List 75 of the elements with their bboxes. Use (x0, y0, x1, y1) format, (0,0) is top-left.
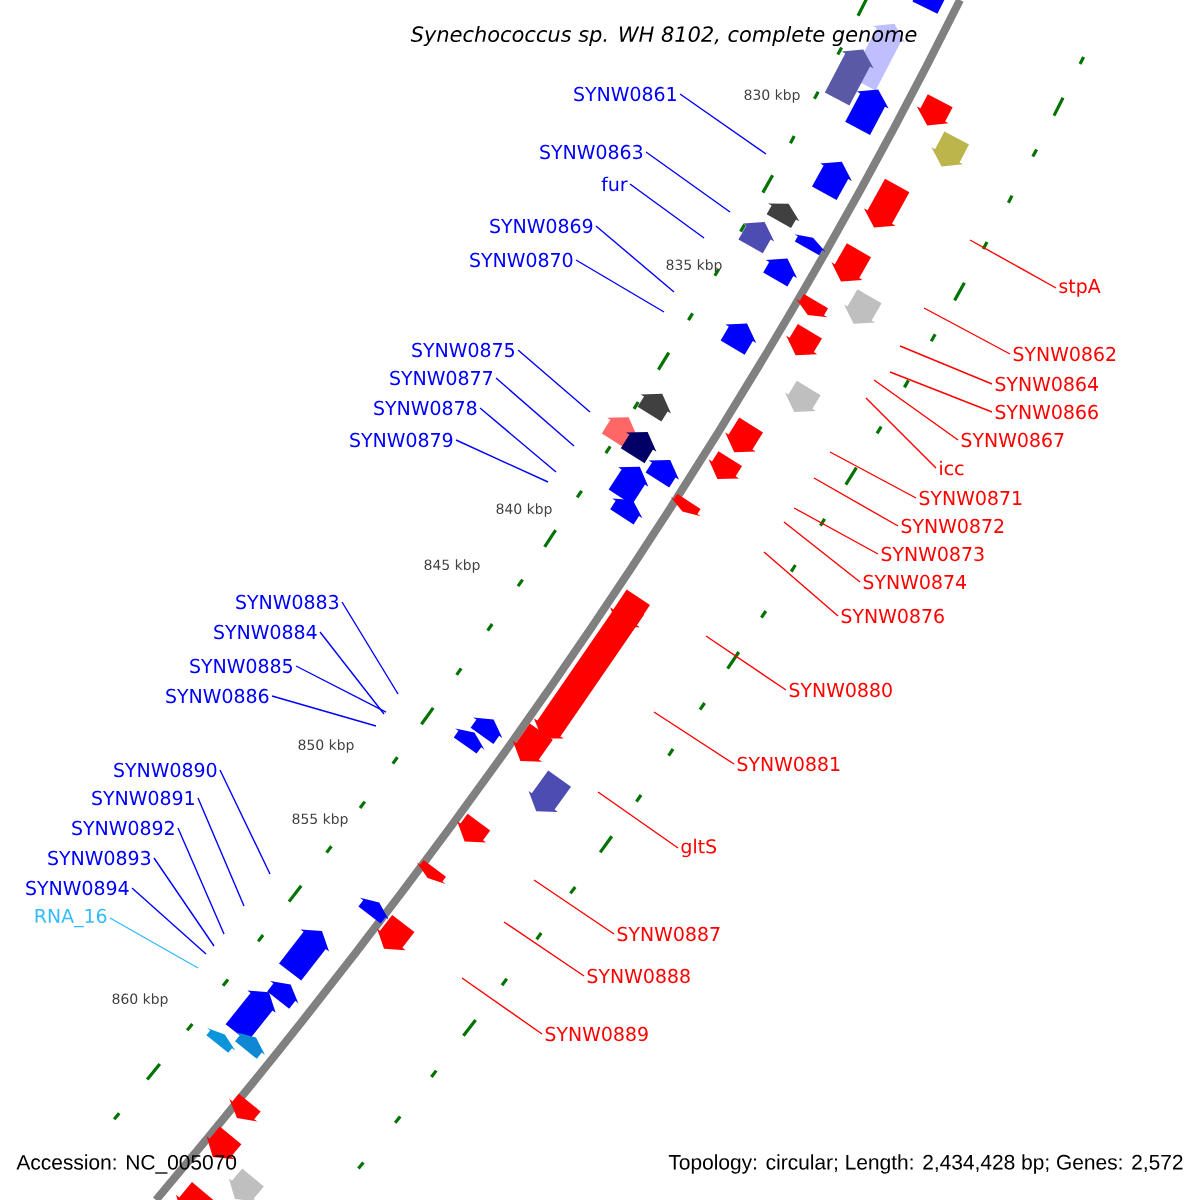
gene-label: SYNW0890 (114, 762, 217, 778)
leader-line (517, 349, 591, 413)
gene-label: SYNW0864 (995, 376, 1098, 392)
gene-label: gltS (681, 838, 717, 858)
gene-label: SYNW0861 (574, 86, 676, 102)
leader-line (271, 695, 377, 727)
leader-line (923, 307, 1011, 355)
leader-line (595, 225, 675, 293)
leader-line (705, 635, 787, 691)
gene-label: SYNW0886 (166, 688, 269, 704)
leader-line (197, 797, 245, 907)
leader-line (783, 521, 861, 583)
leader-line (873, 379, 959, 441)
gene-label: stpA (1059, 279, 1101, 297)
leader-line (319, 631, 385, 715)
leader-line (813, 477, 899, 527)
gene-label: SYNW0893 (48, 850, 151, 866)
gene-label: RNA_16 (35, 908, 107, 928)
gene-label: SYNW0874 (863, 574, 966, 590)
gene-label: SYNW0888 (587, 968, 690, 984)
leader-line (629, 183, 705, 239)
leader-line (295, 665, 387, 713)
gene-label: SYNW0876 (841, 608, 944, 624)
leader-line (177, 827, 225, 935)
gene-label: SYNW0879 (350, 432, 453, 448)
leader-line (829, 451, 917, 499)
gene-label: SYNW0884 (214, 624, 317, 640)
leader-line (533, 879, 615, 935)
leader-line (219, 769, 271, 875)
leader-line (969, 239, 1057, 289)
leader-line (865, 397, 937, 469)
gene-label: icc (940, 460, 964, 476)
gene-label: SYNW0871 (919, 490, 1022, 506)
leader-line (679, 93, 767, 155)
gene-label: SYNW0889 (545, 1026, 648, 1042)
gene-label: SYNW0892 (72, 820, 174, 836)
gene-label: SYNW0887 (617, 926, 720, 942)
gene-label: SYNW0875 (412, 342, 514, 358)
leader-line (131, 887, 207, 955)
gene-label: fur (601, 176, 628, 192)
leader-line (763, 551, 839, 617)
gene-label: SYNW0873 (881, 546, 984, 562)
leader-line (479, 407, 557, 473)
leader-line (889, 371, 993, 413)
footer-text: Topology: circular; Length: 2,434,428 bp; Genes: 2,572 (668, 1154, 1183, 1174)
gene-label: SYNW0880 (789, 682, 892, 698)
gene-label: SYNW0885 (190, 658, 292, 674)
leader-line (341, 601, 399, 695)
gene-label: SYNW0869 (490, 218, 593, 234)
leader-line (645, 151, 731, 213)
gene-label: SYNW0870 (470, 252, 573, 268)
leader-line (503, 921, 585, 977)
gene-label: SYNW0878 (374, 400, 477, 416)
leader-line (899, 345, 993, 385)
leader-line (153, 857, 215, 947)
gene-label: SYNW0872 (901, 518, 1004, 534)
gene-label: SYNW0863 (540, 144, 643, 160)
gene-label: SYNW0894 (26, 880, 129, 896)
leader-line (495, 377, 575, 447)
leader-line (461, 977, 543, 1035)
gene-label: SYNW0867 (961, 432, 1064, 448)
leader-line (793, 507, 879, 555)
footer-text: Accession: NC_005070 (16, 1154, 237, 1174)
gene-label: SYNW0883 (236, 594, 339, 610)
gene-label: SYNW0877 (390, 370, 492, 386)
leader-line (575, 259, 665, 313)
gene-label: SYNW0862 (1013, 346, 1116, 362)
leader-line (597, 791, 679, 849)
gene-label: SYNW0881 (737, 756, 840, 772)
gene-label: SYNW0891 (92, 790, 194, 806)
leader-line (653, 711, 735, 765)
leader-line (455, 439, 549, 483)
gene-label: SYNW0866 (995, 404, 1098, 420)
leader-line (109, 917, 199, 969)
title: Synechococcus sp. WH 8102, complete genome (410, 25, 917, 47)
